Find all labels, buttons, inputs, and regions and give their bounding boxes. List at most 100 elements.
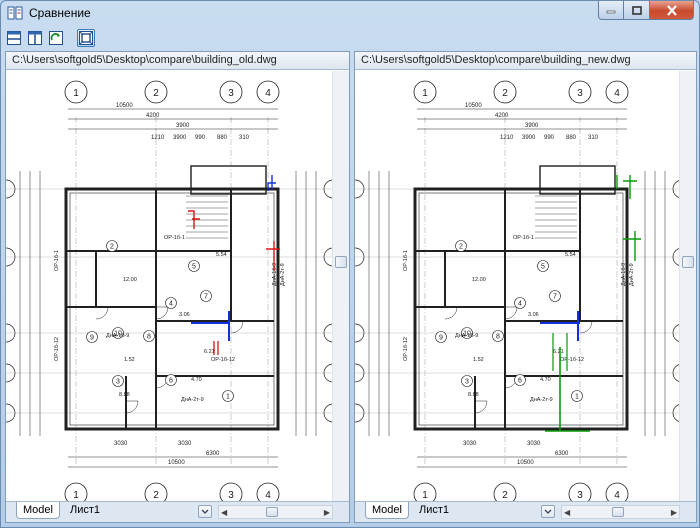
- dimension-text: 3900: [176, 123, 190, 129]
- left-layout-dropdown[interactable]: [198, 505, 212, 518]
- room-number-marker: [492, 330, 504, 342]
- dimension-text: 10500: [465, 103, 482, 109]
- close-button[interactable]: [650, 1, 694, 20]
- vertical-annotation: ДнА-2т-9: [280, 263, 286, 286]
- dimension-text: 310: [588, 135, 599, 141]
- axis-marker: [413, 482, 437, 502]
- change-marker-red: [188, 210, 200, 229]
- left-vertical-scroll-thumb[interactable]: [335, 256, 347, 268]
- dimension-text: 3030: [114, 441, 128, 447]
- room-number-marker: [461, 375, 473, 387]
- titlebar[interactable]: Сравнение: [1, 1, 699, 25]
- room-number-marker: [200, 290, 212, 302]
- left-tab-model[interactable]: Model: [16, 502, 60, 519]
- vertical-annotation: ОР-1б-1: [403, 250, 409, 271]
- axis-marker-right: [672, 323, 680, 343]
- minimize-icon: [606, 10, 616, 14]
- close-icon: [666, 4, 677, 16]
- right-vertical-scrollbar[interactable]: [679, 71, 696, 502]
- compare-app-icon: [7, 5, 23, 21]
- scroll-right-arrow-icon[interactable]: ▶: [323, 508, 330, 517]
- door-swing: [444, 306, 458, 320]
- axis-marker-left: [6, 403, 16, 423]
- axis-label: 2: [502, 88, 508, 99]
- area-label: ОР-1б-12: [560, 357, 584, 363]
- door-swing: [95, 306, 109, 320]
- horizontal-split-button[interactable]: [5, 29, 23, 47]
- right-layout-bar: Model Лист1 ◀ ▶: [355, 501, 696, 522]
- dimension-text: 10500: [168, 460, 185, 466]
- axis-label: 1: [73, 490, 79, 501]
- right-vertical-scroll-thumb[interactable]: [682, 256, 694, 268]
- sync-views-button[interactable]: [77, 29, 95, 47]
- room-number: 1: [575, 394, 579, 401]
- room-number: 2: [110, 244, 114, 251]
- maximize-button[interactable]: [624, 1, 650, 20]
- area-label: 1.52: [473, 357, 484, 363]
- door-swing: [474, 400, 488, 414]
- axis-marker: [219, 80, 243, 104]
- sync-refresh-button[interactable]: [47, 29, 65, 47]
- room-number-marker: [165, 297, 177, 309]
- room-number: 6: [518, 378, 522, 385]
- scroll-right-arrow-icon[interactable]: ▶: [670, 508, 677, 517]
- axis-label: 2: [153, 88, 159, 99]
- area-label: 12.00: [472, 277, 486, 283]
- right-horizontal-scroll-thumb[interactable]: [612, 507, 624, 517]
- axis-marker: [568, 482, 592, 502]
- dimension-text: 990: [544, 135, 555, 141]
- room-number: 4: [169, 301, 173, 308]
- area-label: ОР-1б-1: [164, 235, 185, 241]
- axis-label: 1: [422, 88, 428, 99]
- room-number: 10: [463, 331, 471, 338]
- axis-marker: [568, 80, 592, 104]
- dimension-text: 10500: [517, 460, 534, 466]
- dimension-text: 1210: [151, 135, 165, 141]
- room-number: 9: [90, 335, 94, 342]
- vertical-annotation: ОР-1б-12: [54, 337, 60, 361]
- area-label: 6.21: [553, 349, 564, 355]
- room-number: 7: [553, 294, 557, 301]
- axis-marker: [64, 482, 88, 502]
- right-tab-sheet1[interactable]: Лист1: [419, 504, 450, 516]
- room-number-marker: [537, 260, 549, 272]
- left-horizontal-scrollbar[interactable]: ◀ ▶: [218, 505, 333, 519]
- dimension-text: 3030: [527, 441, 541, 447]
- right-horizontal-scrollbar[interactable]: ◀ ▶: [561, 505, 680, 519]
- change-marker-green: [552, 333, 568, 371]
- dimension-text: 10500: [116, 103, 133, 109]
- dimension-text: 1210: [500, 135, 514, 141]
- area-label: 8.88: [119, 392, 130, 398]
- area-label: ОР-1б-12: [211, 357, 235, 363]
- change-marker-red: [266, 241, 280, 271]
- vertical-split-button[interactable]: [26, 29, 44, 47]
- left-tab-sheet1[interactable]: Лист1: [70, 504, 101, 516]
- dimension-text: 990: [195, 135, 206, 141]
- dimension-text: 3900: [522, 135, 536, 141]
- left-vertical-scrollbar[interactable]: [332, 71, 349, 502]
- area-label: ОР-1б-1: [513, 235, 534, 241]
- room-number-marker: [188, 260, 200, 272]
- room-number: 9: [439, 335, 443, 342]
- axis-marker-right: [323, 179, 333, 199]
- axis-label: 4: [265, 88, 271, 99]
- right-tab-model[interactable]: Model: [365, 502, 409, 519]
- right-layout-dropdown[interactable]: [541, 505, 555, 518]
- axis-marker-left: [355, 363, 365, 383]
- vertical-annotation: ДнА-1б-9: [621, 263, 627, 286]
- change-marker-green: [616, 175, 637, 199]
- axis-marker-left: [355, 323, 365, 343]
- scroll-left-arrow-icon[interactable]: ◀: [221, 508, 228, 517]
- area-label: 12.00: [123, 277, 137, 283]
- entrance-block: [190, 165, 267, 195]
- area-label: 3.06: [528, 312, 539, 318]
- dimension-text: 3900: [525, 123, 539, 129]
- left-horizontal-scroll-thumb[interactable]: [266, 507, 278, 517]
- scroll-left-arrow-icon[interactable]: ◀: [564, 508, 571, 517]
- minimize-button[interactable]: [598, 1, 624, 20]
- outer-wall-inner: [69, 192, 275, 426]
